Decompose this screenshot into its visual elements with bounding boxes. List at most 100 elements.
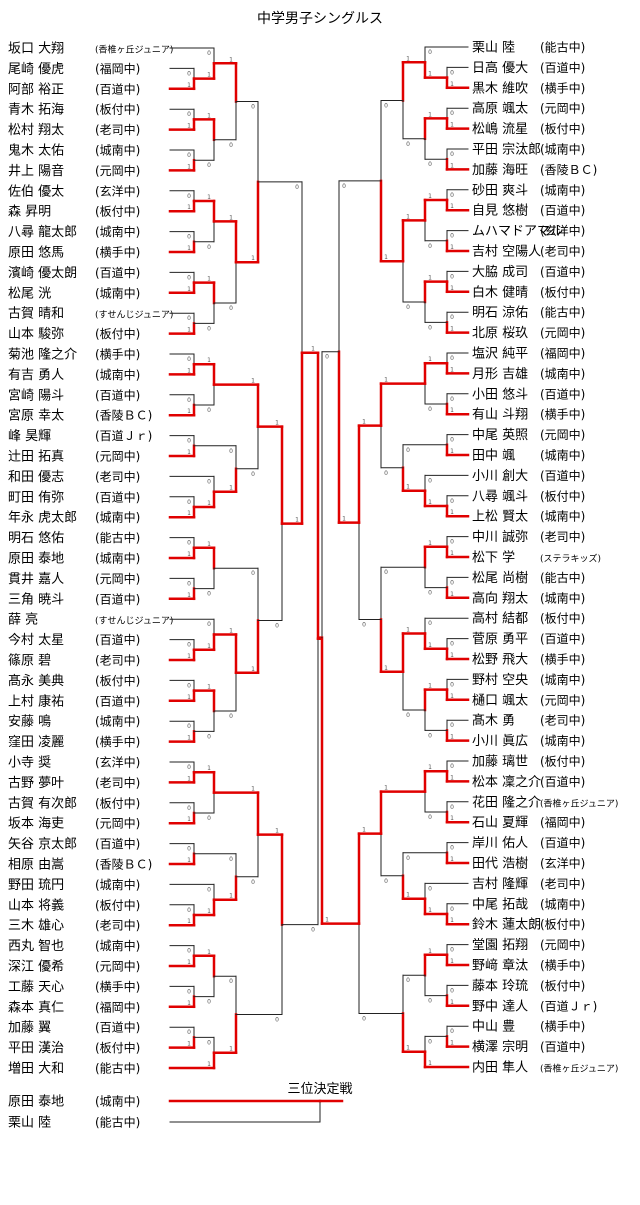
match-score: 1 xyxy=(251,786,255,793)
match-score: 0 xyxy=(207,999,211,1006)
player-name: 樋口 颯太 xyxy=(472,692,528,708)
player-name: 松尾 尚樹 xyxy=(472,571,528,586)
player-team: (福岡中) xyxy=(540,815,585,830)
match-score: 1 xyxy=(384,254,388,261)
match-score: 1 xyxy=(428,683,432,690)
match-score: 0 xyxy=(450,69,454,76)
player-team: (老司中) xyxy=(95,469,140,484)
player-name: 原田 悠馬 xyxy=(8,246,64,261)
match-score: 0 xyxy=(251,570,255,577)
player-name: 坂口 大翔 xyxy=(8,42,64,57)
match-score: 0 xyxy=(428,590,432,597)
player-name: 砂田 爽斗 xyxy=(472,183,528,198)
player-name: 小田 悠斗 xyxy=(472,387,528,402)
player-team: (板付中) xyxy=(95,795,140,810)
match-score: 1 xyxy=(187,1000,191,1007)
match-score: 1 xyxy=(187,408,191,415)
match-score: 0 xyxy=(450,641,454,648)
match-score: 0 xyxy=(384,103,388,110)
match-score: 0 xyxy=(384,878,388,885)
match-score: 0 xyxy=(428,161,432,168)
match-score: 1 xyxy=(207,276,211,283)
player-team: (板付中) xyxy=(540,917,585,932)
player-team: (城南中) xyxy=(95,938,140,953)
match-score: 1 xyxy=(450,693,454,700)
player-name: ムハマドアマル xyxy=(472,224,563,239)
player-team: (百道中) xyxy=(540,774,585,789)
player-name: 矢谷 京太郎 xyxy=(8,837,77,852)
player-team: (老司中) xyxy=(95,653,140,668)
match-score: 0 xyxy=(251,104,255,111)
player-name: 井上 陽音 xyxy=(8,163,64,179)
match-score: 1 xyxy=(187,367,191,374)
player-team: (元岡中) xyxy=(95,816,140,831)
player-team: (元岡中) xyxy=(95,449,140,464)
player-name: 上村 康祐 xyxy=(8,693,64,709)
player-name: 加藤 璃世 xyxy=(472,755,528,770)
match-score: 1 xyxy=(428,356,432,363)
match-score: 1 xyxy=(406,627,410,634)
player-team: (百道中) xyxy=(540,631,585,646)
player-team: (城南中) xyxy=(540,142,585,157)
match-score: 0 xyxy=(325,354,329,361)
player-team: (香陵ＢＣ) xyxy=(95,409,152,423)
player-team: (百道中) xyxy=(95,81,140,96)
match-score: 1 xyxy=(187,327,191,334)
match-score: 0 xyxy=(428,885,432,892)
match-score: 1 xyxy=(450,1040,454,1047)
match-score: 1 xyxy=(187,551,191,558)
match-score: 1 xyxy=(187,735,191,742)
match-score: 1 xyxy=(229,893,233,900)
match-score: 0 xyxy=(428,477,432,484)
player-name: 尾崎 優虎 xyxy=(8,62,64,77)
player-name: 菅原 勇平 xyxy=(472,632,528,647)
match-score: 0 xyxy=(187,580,191,587)
player-team: (板付中) xyxy=(540,611,585,626)
player-team: (城南中) xyxy=(95,714,140,729)
player-name: 辻田 拓真 xyxy=(8,450,64,465)
player-name: 松尾 洸 xyxy=(8,286,51,301)
player-team: (板付中) xyxy=(95,204,140,219)
match-score: 1 xyxy=(187,123,191,130)
player-team: (玄洋中) xyxy=(95,183,140,198)
player-team: (玄洋中) xyxy=(95,755,140,770)
match-score: 0 xyxy=(450,579,454,586)
match-score: 1 xyxy=(406,484,410,491)
match-score: 0 xyxy=(295,184,299,191)
player-name: 古野 夢叶 xyxy=(8,776,64,791)
player-name: 八尋 颯斗 xyxy=(472,489,528,504)
match-score: 0 xyxy=(450,437,454,444)
match-score: 0 xyxy=(187,315,191,322)
third-place-player-team: (能古中) xyxy=(95,1115,140,1130)
match-score: 1 xyxy=(450,652,454,659)
match-score: 0 xyxy=(187,764,191,771)
match-score: 1 xyxy=(187,204,191,211)
match-score: 1 xyxy=(187,918,191,925)
match-score: 0 xyxy=(384,569,388,576)
player-team: (城南中) xyxy=(95,143,140,158)
match-score: 0 xyxy=(275,622,279,629)
match-score: 1 xyxy=(187,592,191,599)
player-team: (板付中) xyxy=(540,754,585,769)
match-score: 1 xyxy=(187,1041,191,1048)
match-score: 0 xyxy=(207,733,211,740)
player-team: (板付中) xyxy=(540,121,585,136)
player-name: 薛 亮 xyxy=(8,612,38,628)
match-score: 0 xyxy=(428,814,432,821)
match-score: 0 xyxy=(450,763,454,770)
match-score: 0 xyxy=(187,70,191,77)
player-team: (元岡中) xyxy=(540,692,585,707)
third-place-label: 三位決定戦 xyxy=(287,1082,352,1097)
player-team: (横手中) xyxy=(540,80,585,95)
player-name: 高向 翔太 xyxy=(472,590,528,606)
match-score: 1 xyxy=(187,959,191,966)
player-name: 佐伯 優太 xyxy=(8,184,64,199)
match-score: 0 xyxy=(187,948,191,955)
player-name: 古賀 有次郎 xyxy=(8,795,77,811)
match-score: 0 xyxy=(207,1039,211,1046)
match-score: 1 xyxy=(207,357,211,364)
match-score: 0 xyxy=(187,723,191,730)
match-score: 1 xyxy=(325,917,329,924)
match-score: 0 xyxy=(207,50,211,57)
match-score: 1 xyxy=(362,827,366,834)
